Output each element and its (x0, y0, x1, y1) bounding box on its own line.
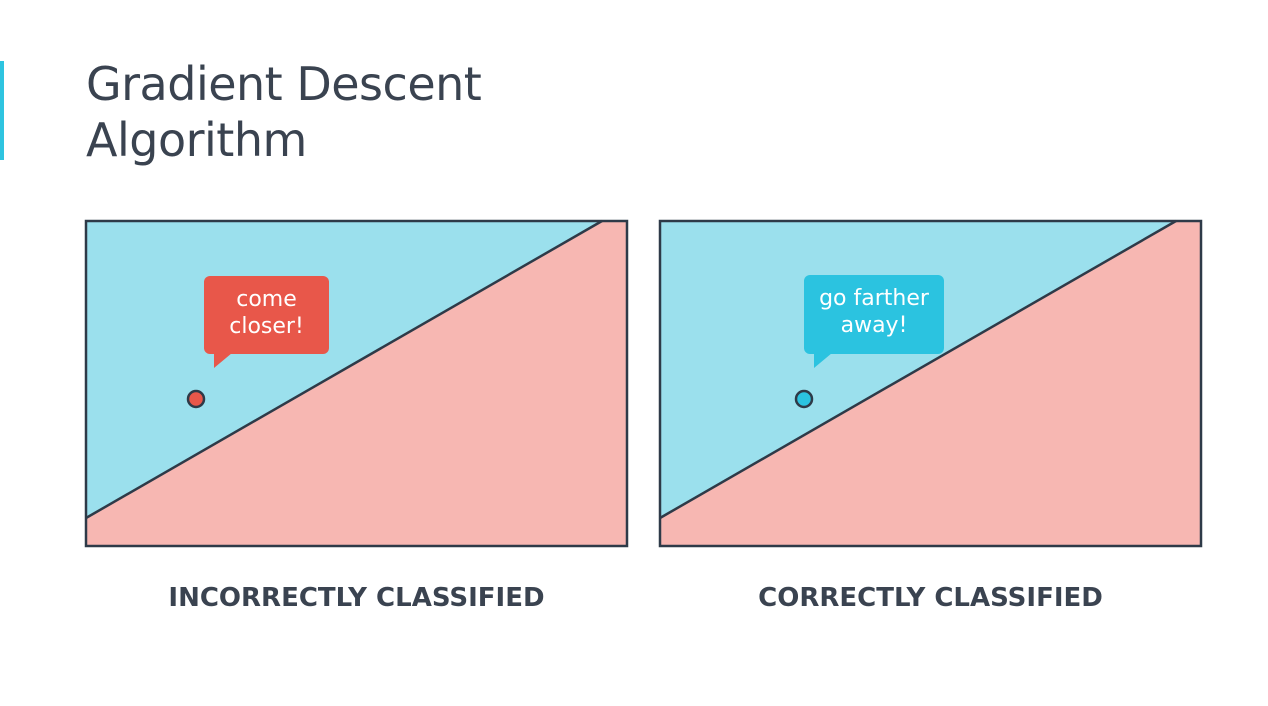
decision-boundary-line (85, 219, 603, 520)
incorrect-classification-diagram (84, 219, 629, 548)
bubble-text-line-2: away! (840, 313, 908, 338)
correct-classification-panel: go farther away! (658, 219, 1203, 548)
go-farther-away-speech-bubble: go farther away! (804, 275, 944, 368)
incorrectly-classified-caption: INCORRECTLY CLASSIFIED (168, 583, 545, 613)
slide-title-line-1: Gradient Descent (86, 57, 482, 111)
misclassified-point (186, 389, 206, 409)
decision-boundary-line (659, 219, 1177, 520)
panel-border (84, 219, 629, 548)
correctly-classified-caption: CORRECTLY CLASSIFIED (758, 583, 1103, 613)
slide-title: Gradient Descent Algorithm (86, 56, 482, 168)
bubble-text-line-1: go farther (819, 286, 929, 311)
panel-border (658, 219, 1203, 548)
red-region (86, 221, 627, 546)
bubble-text-line-2: closer! (229, 314, 304, 339)
come-closer-speech-bubble: come closer! (204, 276, 329, 368)
correctly-classified-point (794, 389, 814, 409)
bubble-text-line-1: come (236, 287, 297, 312)
red-region (660, 221, 1201, 546)
incorrect-classification-panel: come closer! (84, 219, 629, 548)
correct-classification-diagram (658, 219, 1203, 548)
accent-bar (0, 61, 4, 160)
slide-title-line-2: Algorithm (86, 113, 307, 167)
